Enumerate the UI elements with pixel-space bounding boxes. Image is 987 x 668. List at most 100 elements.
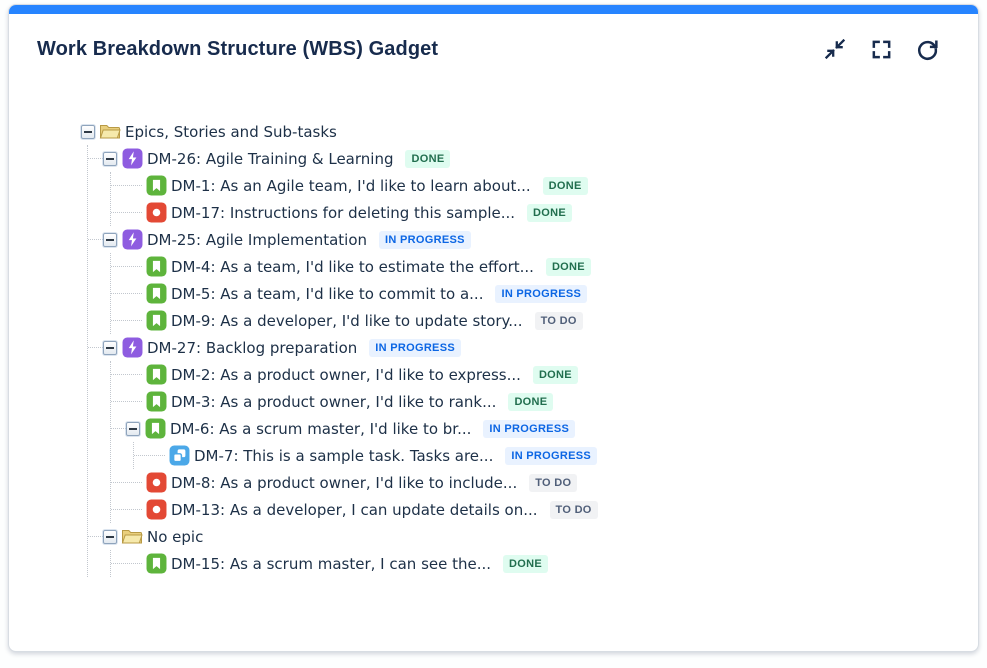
issue-label: DM-2: As a product owner, I'd like to ex… xyxy=(171,365,521,384)
tree-node-dm-15: DM-15: As a scrum master, I can see the.… xyxy=(111,550,978,577)
tree-connector-line xyxy=(111,482,142,483)
refresh-button[interactable] xyxy=(914,36,940,62)
tree-row-dm-3[interactable]: DM-3: As a product owner, I'd like to ra… xyxy=(111,388,978,415)
status-badge: DONE xyxy=(545,257,591,276)
gadget-header: Work Breakdown Structure (WBS) Gadget xyxy=(9,14,978,62)
gadget-title: Work Breakdown Structure (WBS) Gadget xyxy=(37,37,439,60)
status-badge: IN PROGRESS xyxy=(505,446,598,465)
issue-label: DM-3: As a product owner, I'd like to ra… xyxy=(171,392,497,411)
bug-icon xyxy=(145,499,167,521)
status-badge: TO DO xyxy=(529,473,578,492)
status-badge: DONE xyxy=(542,176,588,195)
issue-label: DM-26: Agile Training & Learning xyxy=(147,149,394,168)
tree-row-dm-26[interactable]: DM-26: Agile Training & Learning DONE xyxy=(88,145,978,172)
tree-node-dm-8: DM-8: As a product owner, I'd like to in… xyxy=(111,469,978,496)
collapse-toggle[interactable] xyxy=(103,529,117,544)
collapse-toggle[interactable] xyxy=(126,421,140,436)
tree-connector-line xyxy=(111,293,142,294)
tree-connector-line xyxy=(88,158,103,159)
collapse-all-button[interactable] xyxy=(822,36,848,62)
minus-icon xyxy=(106,157,114,160)
tree-connector-line xyxy=(134,455,165,456)
tree-row-dm-2[interactable]: DM-2: As a product owner, I'd like to ex… xyxy=(111,361,978,388)
issue-label: DM-25: Agile Implementation xyxy=(147,230,368,249)
tree-row-dm-15[interactable]: DM-15: As a scrum master, I can see the.… xyxy=(111,550,978,577)
story-icon xyxy=(145,310,167,332)
tree-row-dm-4[interactable]: DM-4: As a team, I'd like to estimate th… xyxy=(111,253,978,280)
tree-connector-line xyxy=(111,320,142,321)
issue-label: Epics, Stories and Sub-tasks xyxy=(125,122,337,141)
collapse-icon xyxy=(823,37,847,61)
tree-row-dm-6[interactable]: DM-6: As a scrum master, I'd like to br.… xyxy=(111,415,978,442)
tree-children-group: DM-7: This is a sample task. Tasks are..… xyxy=(133,442,978,469)
tree-connector-line xyxy=(111,428,126,429)
tree-node-dm-4: DM-4: As a team, I'd like to estimate th… xyxy=(111,253,978,280)
tree-row-dm-13[interactable]: DM-13: As a developer, I can update deta… xyxy=(111,496,978,523)
issue-label: DM-5: As a team, I'd like to commit to a… xyxy=(171,284,484,303)
status-badge: IN PROGRESS xyxy=(483,419,576,438)
issue-label: DM-1: As an Agile team, I'd like to lear… xyxy=(171,176,531,195)
epic-icon xyxy=(121,337,143,359)
issue-label: No epic xyxy=(147,527,204,546)
issue-label: DM-17: Instructions for deleting this sa… xyxy=(171,203,516,222)
issue-label: DM-6: As a scrum master, I'd like to br.… xyxy=(170,419,472,438)
tree-connector-line xyxy=(111,185,142,186)
issue-label: DM-7: This is a sample task. Tasks are..… xyxy=(194,446,494,465)
folder-icon xyxy=(99,121,121,143)
tree-children-group: DM-2: As a product owner, I'd like to ex… xyxy=(110,361,978,523)
issue-label: DM-4: As a team, I'd like to estimate th… xyxy=(171,257,534,276)
bug-icon xyxy=(145,202,167,224)
status-badge: DONE xyxy=(508,392,554,411)
issue-label: DM-9: As a developer, I'd like to update… xyxy=(171,311,523,330)
epic-icon xyxy=(121,229,143,251)
tree-row-epics-group[interactable]: Epics, Stories and Sub-tasks xyxy=(77,118,978,145)
tree-row-no-epic[interactable]: No epic xyxy=(88,523,978,550)
tree-row-dm-1[interactable]: DM-1: As an Agile team, I'd like to lear… xyxy=(111,172,978,199)
collapse-toggle[interactable] xyxy=(103,232,117,247)
collapse-toggle[interactable] xyxy=(103,340,117,355)
tree-children-group: DM-1: As an Agile team, I'd like to lear… xyxy=(110,172,978,226)
folder-icon xyxy=(121,526,143,548)
issue-label: DM-15: As a scrum master, I can see the.… xyxy=(171,554,492,573)
status-badge: DONE xyxy=(405,149,451,168)
tree-row-dm-17[interactable]: DM-17: Instructions for deleting this sa… xyxy=(111,199,978,226)
tree-node-dm-5: DM-5: As a team, I'd like to commit to a… xyxy=(111,280,978,307)
tree-row-dm-9[interactable]: DM-9: As a developer, I'd like to update… xyxy=(111,307,978,334)
tree-node-dm-7: DM-7: This is a sample task. Tasks are..… xyxy=(134,442,978,469)
subtask-icon xyxy=(168,445,190,467)
collapse-toggle[interactable] xyxy=(81,124,95,139)
tree-connector-line xyxy=(88,347,103,348)
bug-icon xyxy=(145,472,167,494)
status-badge: TO DO xyxy=(549,500,598,519)
tree-children-group: DM-4: As a team, I'd like to estimate th… xyxy=(110,253,978,334)
story-icon xyxy=(145,175,167,197)
gadget-accent-bar xyxy=(9,5,978,14)
status-badge: DONE xyxy=(503,554,549,573)
tree-node-dm-17: DM-17: Instructions for deleting this sa… xyxy=(111,199,978,226)
tree-row-dm-8[interactable]: DM-8: As a product owner, I'd like to in… xyxy=(111,469,978,496)
tree-children-group: DM-15: As a scrum master, I can see the.… xyxy=(110,550,978,577)
tree-node-dm-9: DM-9: As a developer, I'd like to update… xyxy=(111,307,978,334)
collapse-toggle[interactable] xyxy=(103,151,117,166)
tree-node-dm-6: DM-6: As a scrum master, I'd like to br.… xyxy=(111,415,978,469)
story-icon xyxy=(145,283,167,305)
tree-row-dm-5[interactable]: DM-5: As a team, I'd like to commit to a… xyxy=(111,280,978,307)
fullscreen-button[interactable] xyxy=(868,36,894,62)
tree-connector-line xyxy=(111,563,142,564)
status-badge: TO DO xyxy=(534,311,583,330)
tree-row-dm-7[interactable]: DM-7: This is a sample task. Tasks are..… xyxy=(134,442,978,469)
status-badge: DONE xyxy=(527,203,573,222)
epic-icon xyxy=(121,148,143,170)
minus-icon xyxy=(106,535,114,538)
story-icon xyxy=(144,418,166,440)
tree-node-dm-1: DM-1: As an Agile team, I'd like to lear… xyxy=(111,172,978,199)
